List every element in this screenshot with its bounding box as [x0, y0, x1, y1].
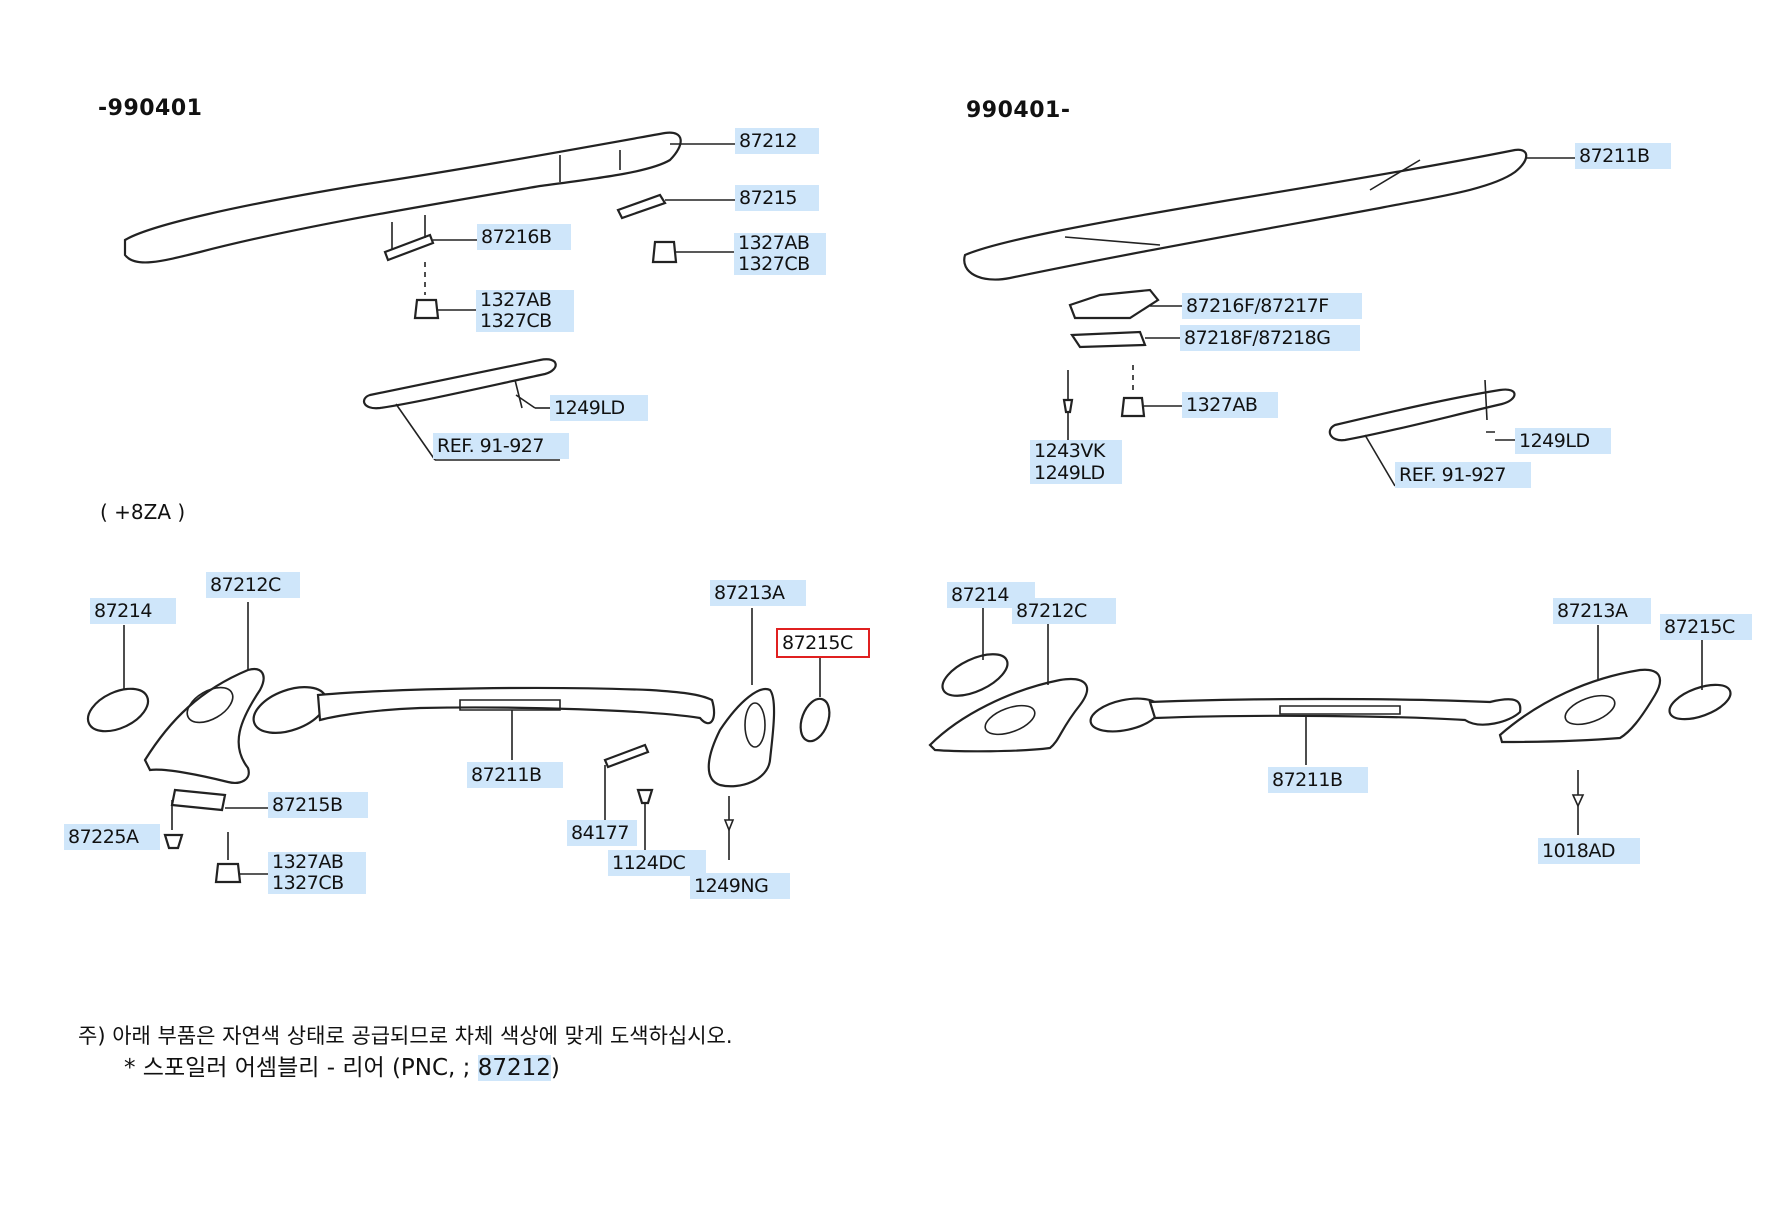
part-label-1018AD[interactable]: 1018AD — [1538, 838, 1640, 864]
screw-1243VK-shape — [1062, 398, 1074, 414]
end-plate-87212C-br-shape — [928, 678, 1088, 753]
part-label-1327AB-right[interactable]: 1327AB — [734, 233, 826, 253]
part-label-1243VK[interactable]: 1243VK — [1030, 440, 1122, 462]
end-plate-87213A-shape — [707, 687, 776, 788]
part-label-87213A-left[interactable]: 87213A — [710, 580, 806, 606]
cap-87214-shape — [86, 687, 150, 733]
nut-1327-b-shape — [651, 240, 678, 264]
top-left-assembly — [123, 131, 735, 461]
part-label-87215B[interactable]: 87215B — [268, 792, 368, 818]
part-label-87212C-right[interactable]: 87212C — [1012, 598, 1116, 624]
cap-87214-br-shape — [941, 653, 1009, 697]
part-label-1327CB-bottom[interactable]: 1327CB — [268, 872, 366, 894]
part-label-87215[interactable]: 87215 — [735, 185, 819, 211]
spoiler-87212-shape — [123, 131, 682, 264]
part-label-1327AB-top-right[interactable]: 1327AB — [1182, 392, 1278, 418]
part-label-1327CB-right[interactable]: 1327CB — [734, 253, 826, 275]
date-range-before: -990401 — [98, 96, 203, 121]
part-label-1327AB-left[interactable]: 1327AB — [476, 290, 574, 310]
bracket-87218F-shape — [1070, 330, 1147, 349]
part-label-1327CB-left[interactable]: 1327CB — [476, 310, 574, 332]
stoplamp-tr-shape — [1328, 388, 1516, 442]
footnote-assembly-reference: * 스포일러 어셈블리 - 리어 (PNC, ; 87212) — [124, 1048, 560, 1082]
reference-label-right[interactable]: REF. 91-927 — [1395, 462, 1531, 488]
nut-1327-a-shape — [413, 298, 440, 320]
bracket-87216B-shape — [383, 233, 435, 262]
part-label-87215C-right[interactable]: 87215C — [1660, 614, 1752, 640]
part-label-87211B-left[interactable]: 87211B — [467, 762, 563, 788]
part-label-1124DC[interactable]: 1124DC — [608, 850, 706, 876]
part-label-1249NG[interactable]: 1249NG — [690, 873, 790, 899]
bottom-right-assembly — [928, 608, 1732, 835]
footnote-close-paren: ) — [550, 1055, 560, 1081]
part-label-87211B-top[interactable]: 87211B — [1575, 143, 1671, 169]
footnote-paint-instruction: 주) 아래 부품은 자연색 상태로 공급되므로 차체 색상에 맞게 도색하십시오… — [78, 1024, 733, 1048]
part-label-87211B-right[interactable]: 87211B — [1268, 767, 1368, 793]
footnote-pnc-code[interactable]: 87212 — [477, 1055, 551, 1081]
plate-87215B-shape — [170, 788, 227, 812]
part-label-87215C-selected[interactable]: 87215C — [776, 628, 870, 658]
screw-1124DC-shape — [636, 788, 654, 805]
cap-left-br-shape — [1089, 697, 1161, 733]
nut-1327AB-tr-shape — [1120, 396, 1146, 418]
part-label-1249LD-lamp[interactable]: 1249LD — [1515, 428, 1611, 454]
bracket-87216F-shape — [1068, 288, 1160, 320]
option-code-label: ( +8ZA ) — [100, 500, 186, 524]
cap-87215C-shape — [799, 697, 831, 743]
part-label-87218F-87218G[interactable]: 87218F/87218G — [1180, 325, 1360, 351]
bracket-84177-shape — [603, 743, 650, 769]
spoiler-87211B-shape — [963, 148, 1528, 281]
part-label-87212[interactable]: 87212 — [735, 128, 819, 154]
spoiler-87211B-br-shape — [1148, 697, 1522, 726]
part-label-87225A[interactable]: 87225A — [64, 824, 160, 850]
part-label-1249LD-bolt[interactable]: 1249LD — [1030, 462, 1122, 484]
part-label-87213A-right[interactable]: 87213A — [1553, 598, 1651, 624]
bracket-87215-shape — [616, 193, 667, 220]
part-label-87216F-87217F[interactable]: 87216F/87217F — [1182, 293, 1362, 319]
clip-87225A-shape — [163, 833, 184, 850]
part-label-87216B[interactable]: 87216B — [477, 224, 571, 250]
spoiler-87211B-bl-shape — [316, 686, 716, 725]
bottom-left-assembly — [86, 602, 831, 884]
part-label-87214-left[interactable]: 87214 — [90, 598, 176, 624]
end-plate-87213A-br-shape — [1498, 668, 1662, 744]
date-range-after: 990401- — [966, 98, 1071, 123]
nut-1327-bl-shape — [214, 862, 242, 884]
end-plate-87212C-shape — [143, 667, 265, 784]
stoplamp-shape — [362, 358, 557, 410]
part-label-87212C-left[interactable]: 87212C — [206, 572, 300, 598]
footnote-assembly-text: * 스포일러 어셈블리 - 리어 (PNC, ; — [124, 1055, 471, 1081]
cap-87215C-br-shape — [1668, 683, 1732, 721]
part-label-1249LD[interactable]: 1249LD — [550, 395, 648, 421]
part-label-84177[interactable]: 84177 — [567, 820, 637, 846]
top-right-assembly — [963, 148, 1575, 487]
part-label-1327AB-bottom[interactable]: 1327AB — [268, 852, 366, 872]
reference-label-left[interactable]: REF. 91-927 — [433, 433, 569, 459]
